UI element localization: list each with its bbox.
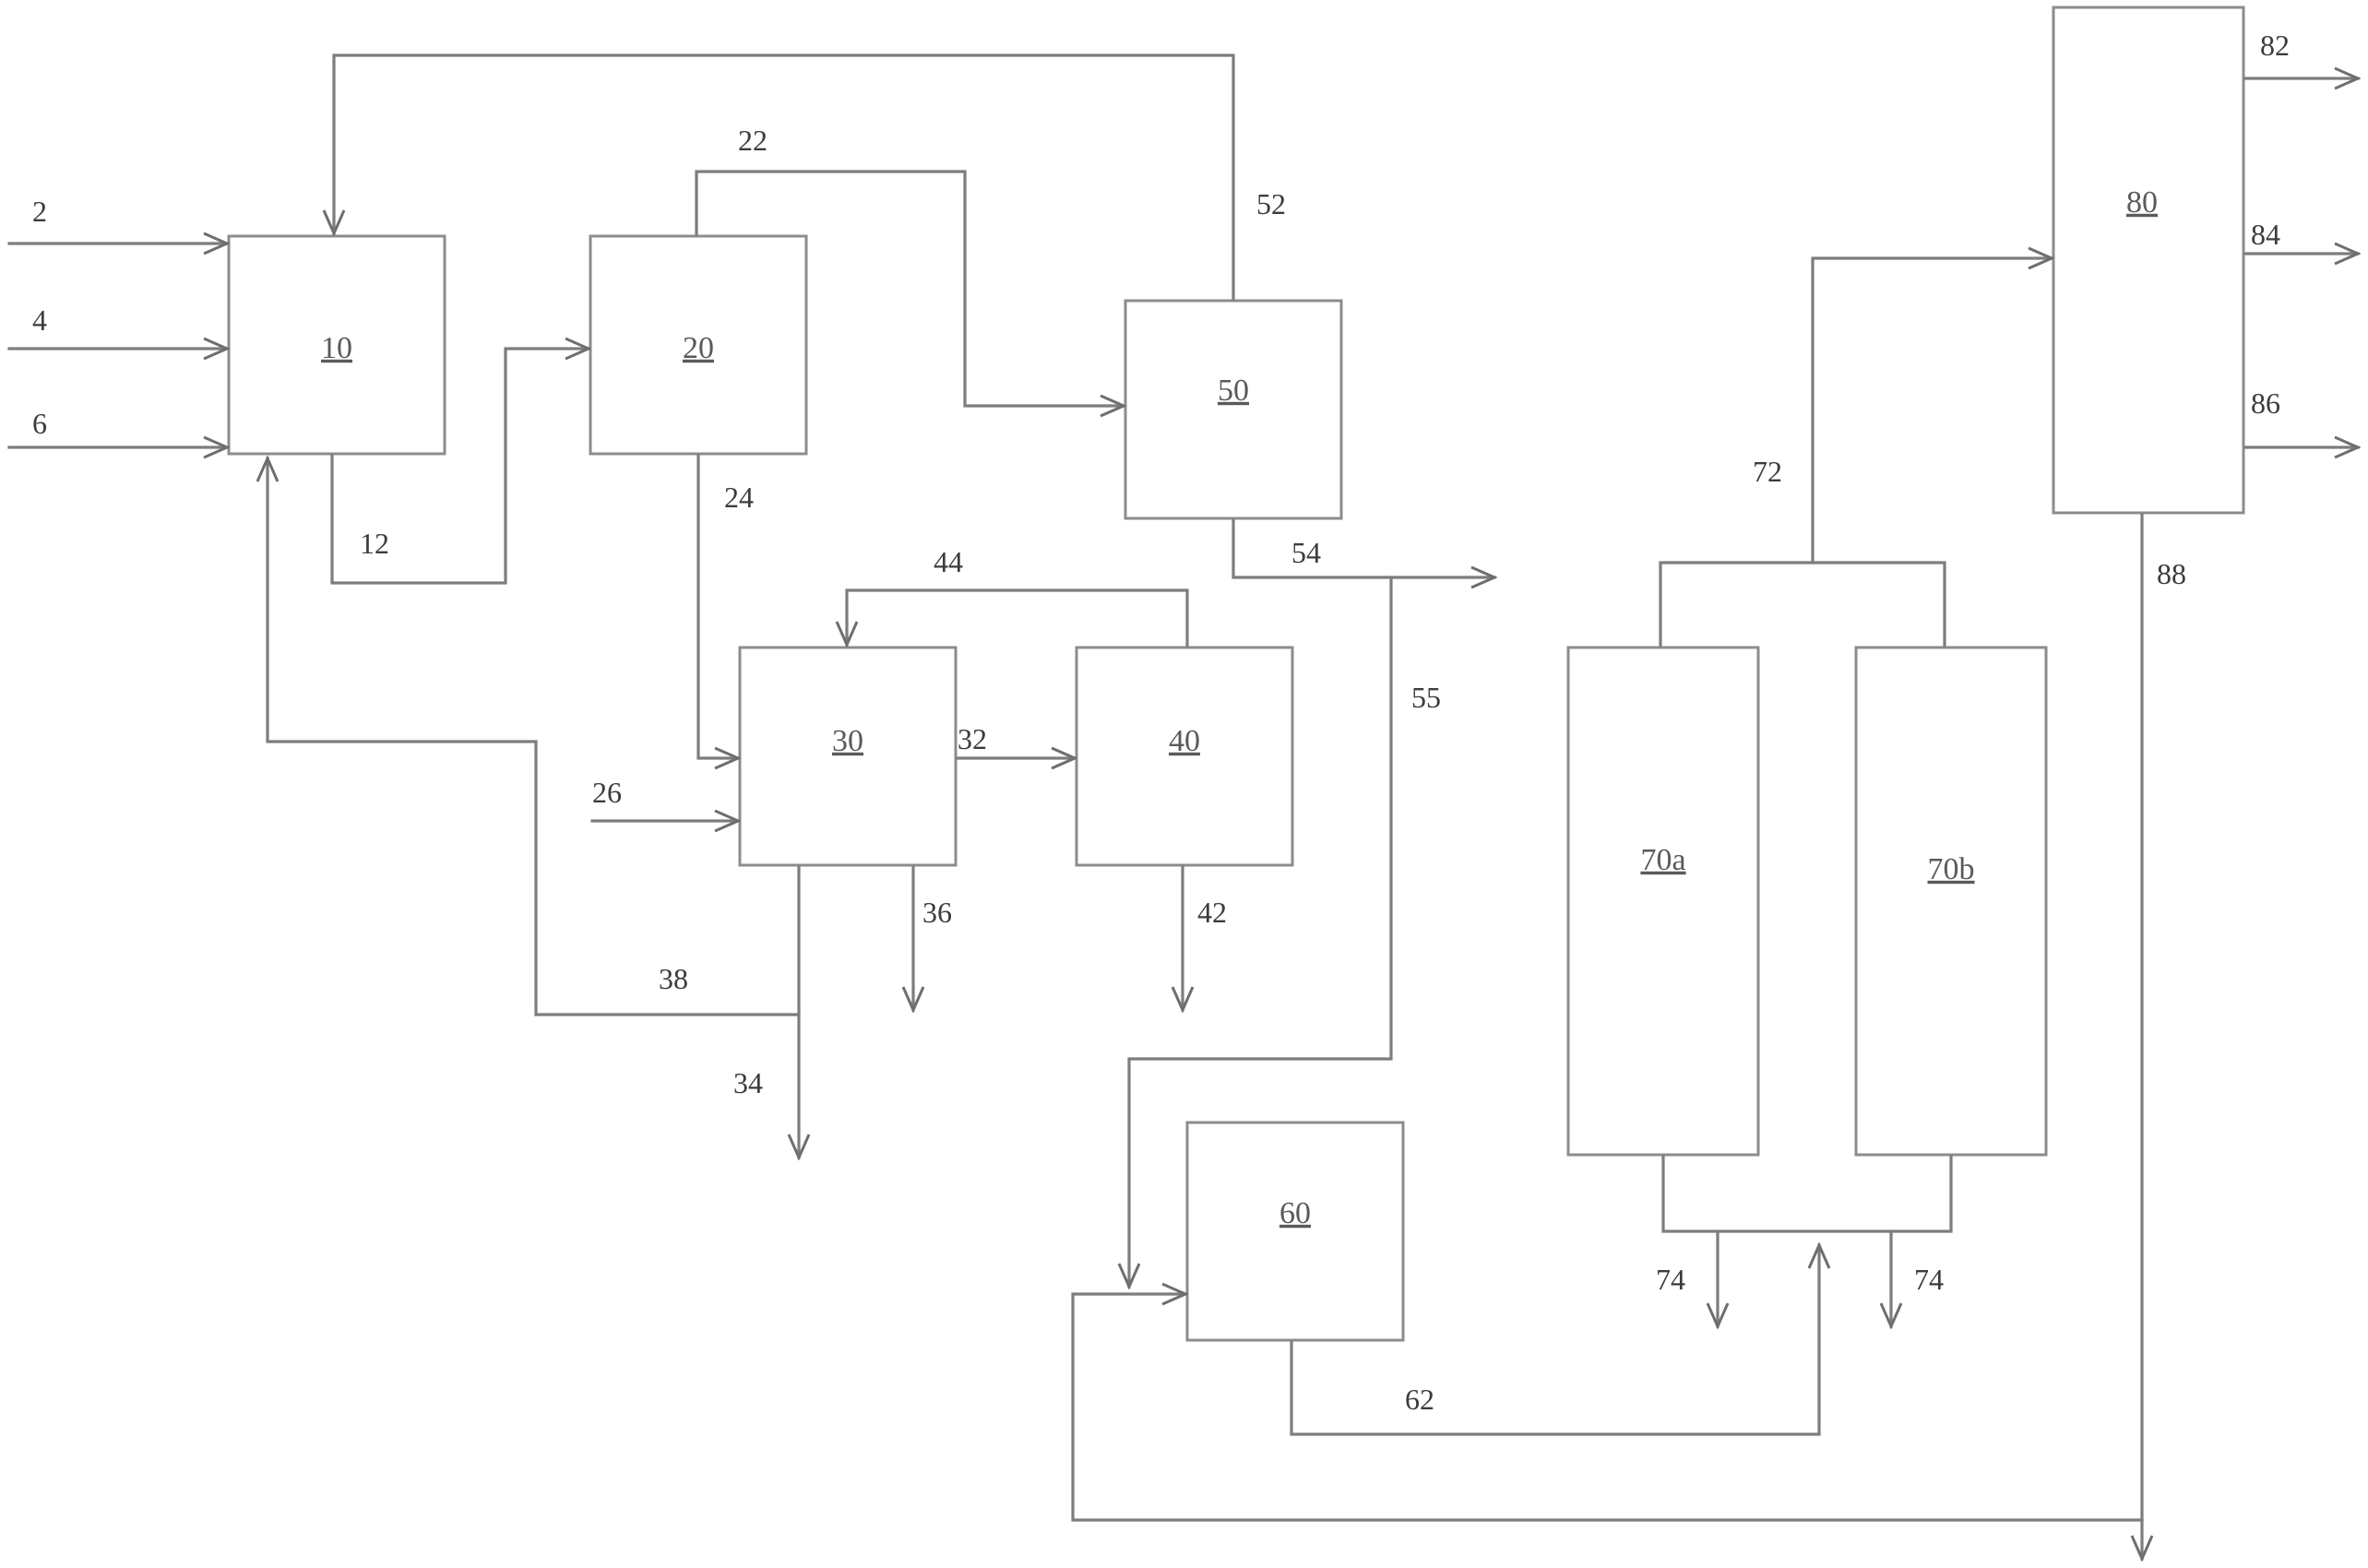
unit-70b-label: 70b — [1928, 852, 1975, 886]
stream-62-label: 62 — [1405, 1383, 1434, 1416]
unit-10: 10 — [227, 234, 446, 456]
stream-6-label: 6 — [32, 407, 47, 440]
unit-70a-box — [1566, 646, 1760, 1157]
stream-38-line — [268, 458, 801, 1016]
stream-22-line — [695, 170, 1124, 406]
unit-10-label: 10 — [321, 331, 352, 365]
unit-50-label: 50 — [1218, 374, 1249, 408]
stream-38-label: 38 — [659, 962, 688, 995]
unit-80-label: 80 — [2126, 185, 2158, 220]
stream-24-line — [696, 454, 738, 758]
stream-55-line — [1129, 576, 1393, 1287]
unit-20: 20 — [589, 234, 808, 456]
stream-72-line — [1811, 258, 2052, 564]
stream-52-label: 52 — [1256, 187, 1286, 220]
stream-26-label: 26 — [592, 776, 622, 809]
stream-72-label: 72 — [1753, 455, 1782, 488]
unit-30-box — [738, 646, 958, 867]
stream-12-line — [330, 349, 589, 585]
unit-20-label: 20 — [683, 331, 714, 365]
stream-54-line — [1232, 518, 1494, 577]
stream-12-label: 12 — [360, 527, 389, 560]
stream-36-label: 36 — [922, 896, 952, 929]
stream-52-line — [334, 53, 1235, 301]
stream-62-line — [1290, 1245, 1819, 1436]
stream-22-label: 22 — [738, 124, 768, 157]
unit-70b: 70b — [1854, 646, 2048, 1157]
stream-82-label: 82 — [2260, 29, 2290, 62]
bottom-manifold-line — [1661, 1155, 1953, 1233]
top-manifold-line — [1659, 561, 1946, 647]
stream-34-label: 34 — [733, 1066, 763, 1099]
unit-40-label: 40 — [1169, 724, 1200, 758]
unit-70a-label: 70a — [1640, 843, 1685, 877]
stream-44-line — [847, 588, 1189, 646]
unit-10-box — [227, 234, 446, 456]
unit-30-label: 30 — [832, 724, 863, 758]
stream-24-label: 24 — [724, 481, 754, 514]
stream-4-label: 4 — [32, 303, 47, 337]
unit-80: 80 — [2052, 6, 2245, 515]
stream-44-label: 44 — [934, 545, 963, 578]
unit-50: 50 — [1124, 299, 1343, 520]
unit-20-box — [589, 234, 808, 456]
stream-42-label: 42 — [1197, 896, 1227, 929]
stream-2-label: 2 — [32, 195, 47, 228]
stream-88-recycle-line — [1071, 1294, 2144, 1522]
stream-74a-label: 74 — [1656, 1263, 1685, 1296]
stream-74b-label: 74 — [1914, 1263, 1944, 1296]
unit-60-box — [1185, 1121, 1405, 1342]
unit-60-label: 60 — [1279, 1196, 1311, 1230]
unit-60: 60 — [1185, 1121, 1405, 1342]
unit-70a: 70a — [1566, 646, 1760, 1157]
unit-30: 30 — [738, 646, 958, 867]
stream-84-label: 84 — [2251, 218, 2280, 251]
unit-70b-box — [1854, 646, 2048, 1157]
unit-80-box — [2052, 6, 2245, 515]
stream-32-label: 32 — [958, 722, 987, 755]
stream-86-label: 86 — [2251, 386, 2280, 420]
unit-50-box — [1124, 299, 1343, 520]
stream-88-label: 88 — [2157, 557, 2186, 590]
stream-54-label: 54 — [1291, 536, 1321, 569]
unit-40: 40 — [1075, 646, 1294, 867]
unit-40-box — [1075, 646, 1294, 867]
stream-55-label: 55 — [1411, 681, 1441, 714]
